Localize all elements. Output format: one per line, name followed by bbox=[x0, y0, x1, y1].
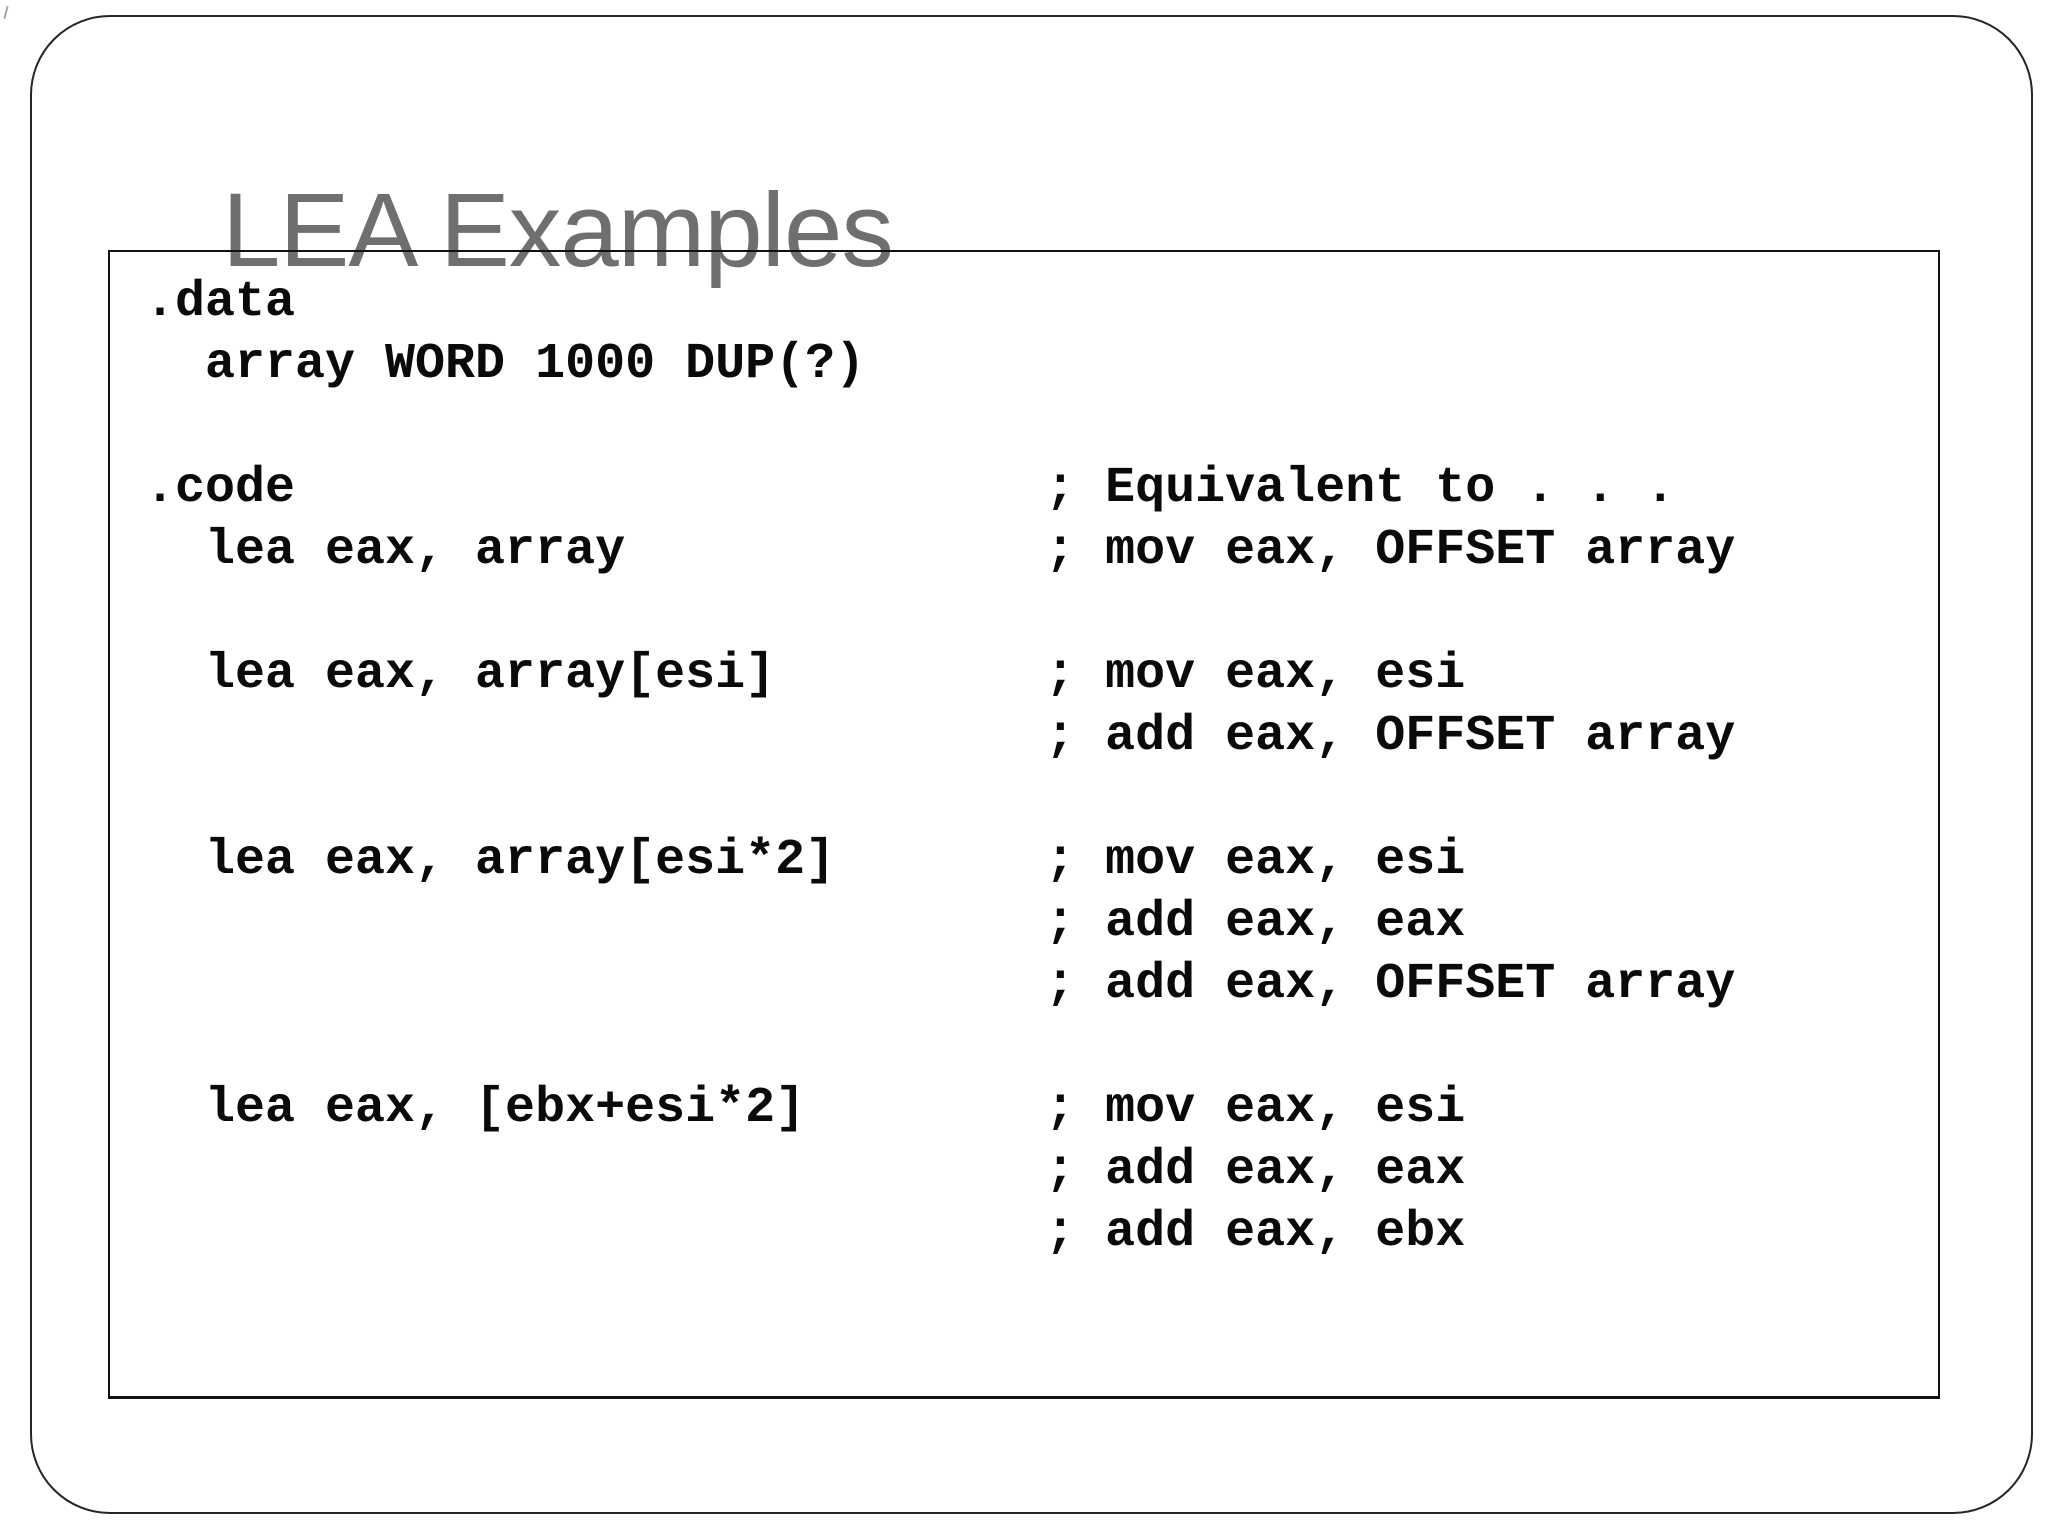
slide-frame-border bbox=[30, 15, 2033, 1514]
scan-artifact bbox=[3, 5, 9, 20]
page-title: LEA Examples bbox=[222, 172, 894, 289]
code-box bbox=[108, 250, 1940, 1399]
code-listing: .data array WORD 1000 DUP(?) .code ; Equ… bbox=[145, 274, 1736, 1261]
